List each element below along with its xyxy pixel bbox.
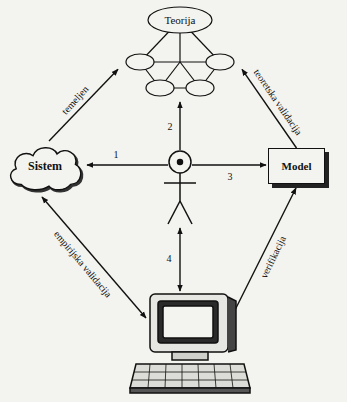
computer-symbol	[130, 294, 250, 393]
callout-number: 4	[166, 253, 173, 264]
theory-network: Teorija	[118, 4, 242, 100]
link-line	[179, 102, 180, 150]
edge-label: temeljen	[59, 83, 92, 117]
text-holder: Sistem	[5, 141, 85, 193]
edge-label: empirijska validacija	[51, 228, 114, 301]
node-title: Sistem	[28, 160, 62, 173]
text-holder: Model	[269, 149, 324, 183]
callout-number: 1	[113, 149, 120, 160]
system-cloud: Sistem	[5, 141, 85, 193]
link-line	[231, 188, 296, 318]
edge-label: teoretska validacija	[251, 66, 305, 138]
callout-number: 2	[167, 121, 174, 132]
node-title: Model	[282, 160, 312, 172]
link-line	[192, 164, 266, 165]
link-line	[87, 164, 168, 165]
callout-number: 3	[227, 171, 234, 182]
link-line	[42, 197, 146, 318]
text-holder: Teorija	[150, 8, 210, 32]
connector-arrow	[49, 69, 118, 141]
person-figure	[164, 151, 196, 224]
link-line	[179, 228, 180, 291]
node-title: Teorija	[165, 14, 196, 26]
model-box: Model	[268, 148, 325, 184]
